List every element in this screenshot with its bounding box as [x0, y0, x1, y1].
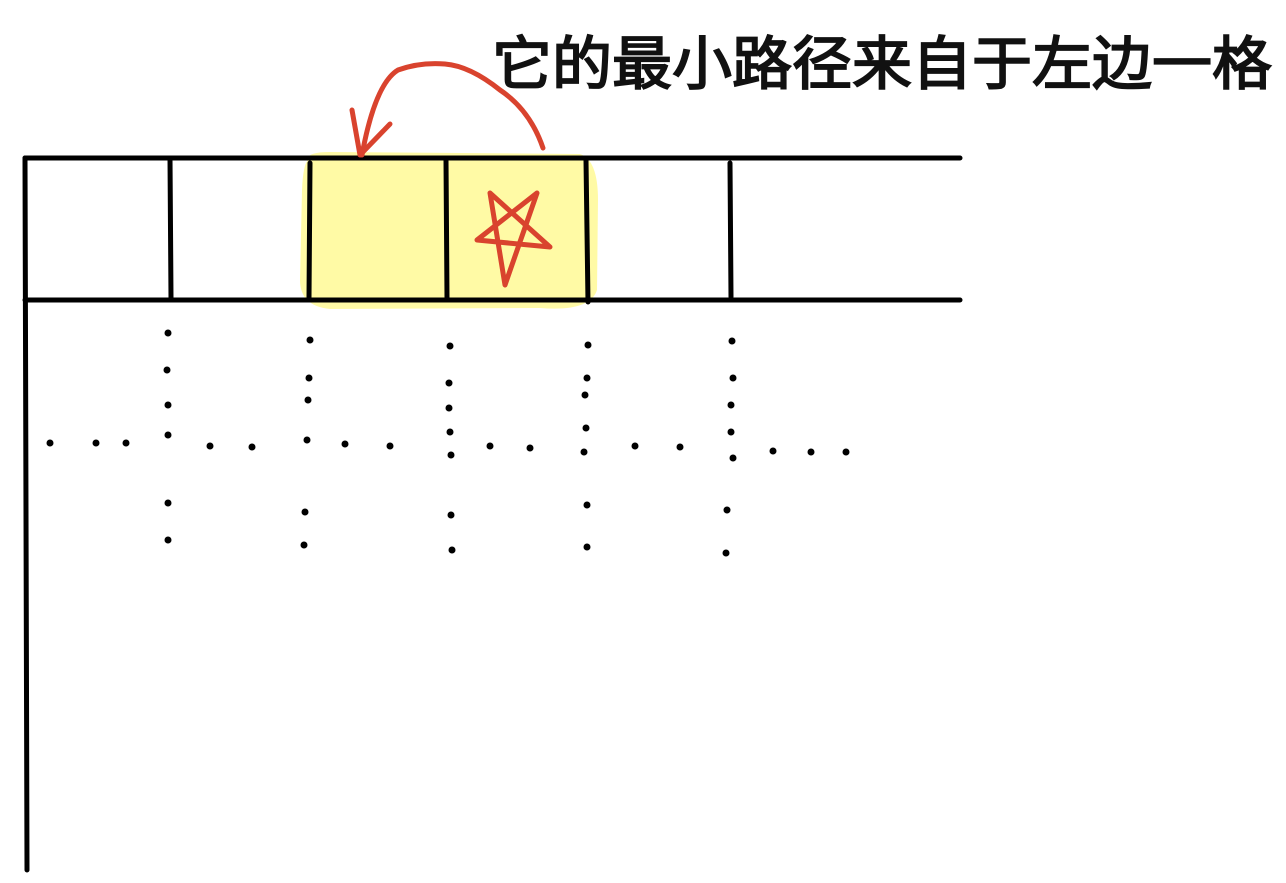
dotted-row-continuation — [46, 439, 850, 456]
annotation-caption: 它的最小路径来自于左边一格 — [492, 30, 1273, 98]
star-icon — [474, 190, 553, 288]
column-divider — [727, 160, 734, 300]
column-divider — [306, 160, 313, 301]
column-divider — [167, 155, 174, 301]
column-divider — [443, 157, 450, 301]
column-divider — [583, 157, 591, 305]
grid-left-border — [22, 155, 30, 873]
dotted-column-continuation — [163, 329, 737, 557]
curved-arrow-icon — [349, 61, 546, 158]
